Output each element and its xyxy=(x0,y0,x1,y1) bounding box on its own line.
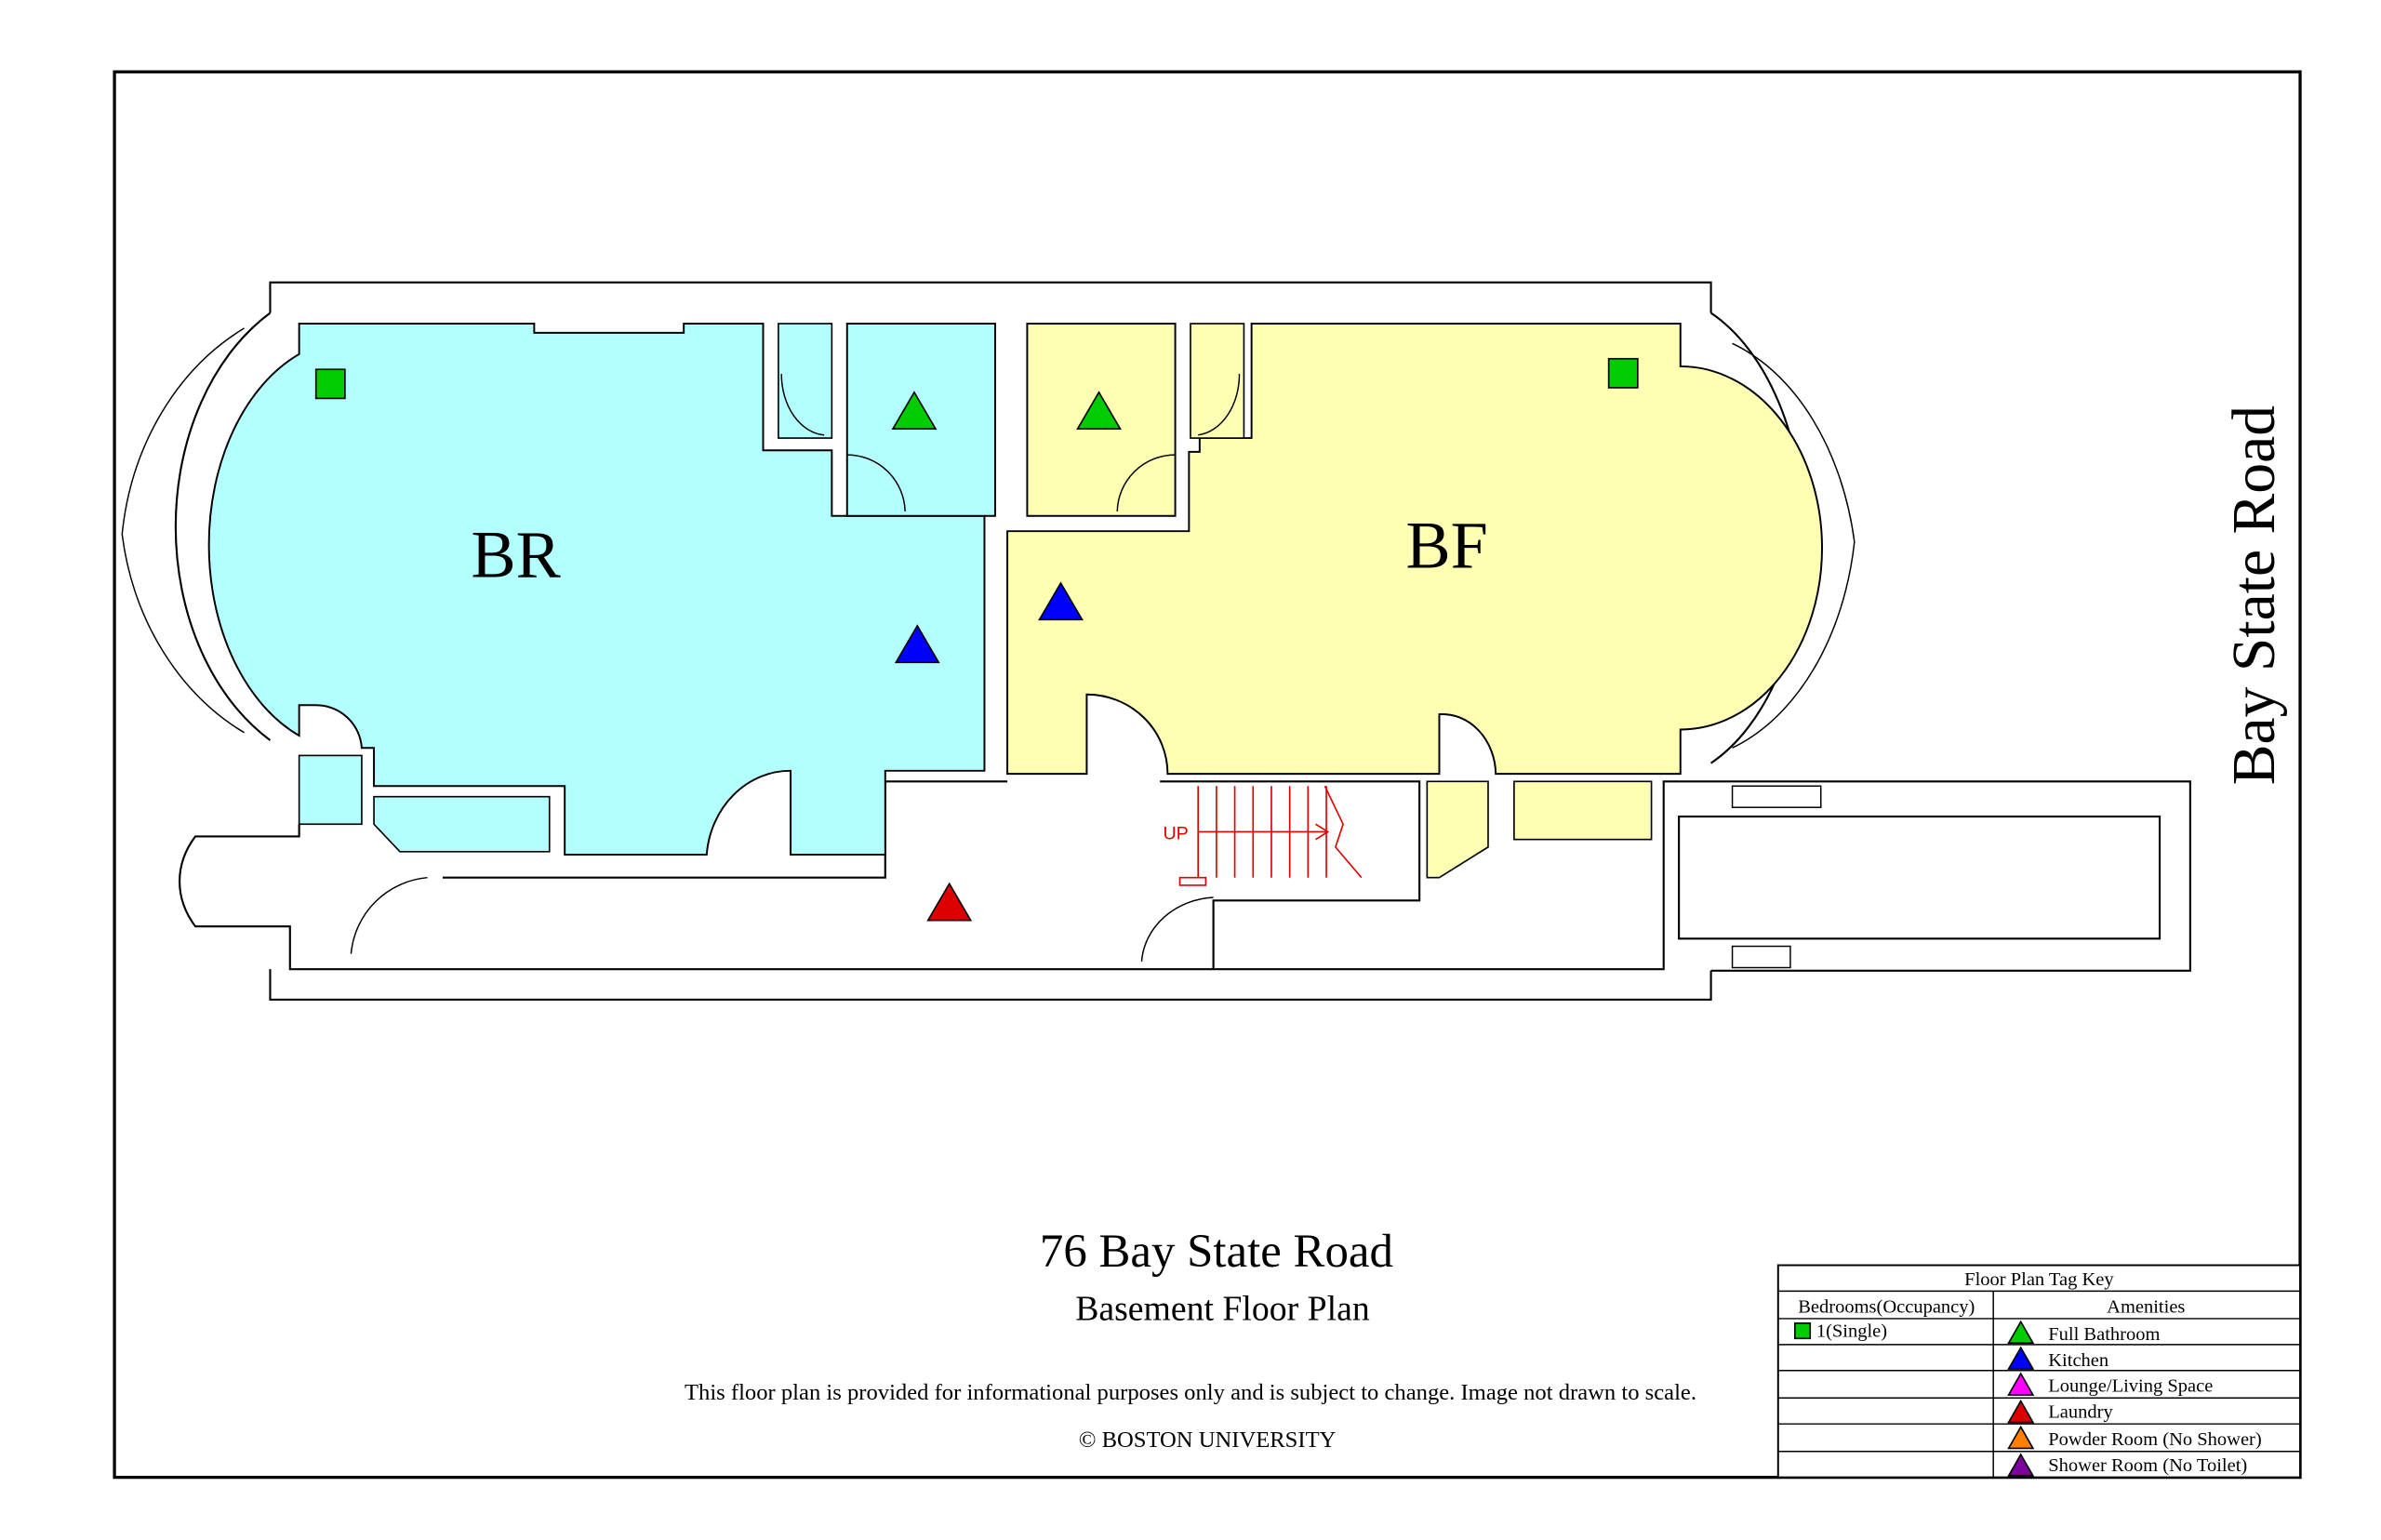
room-bf-closet xyxy=(1190,323,1245,439)
bedroom-single-marker xyxy=(314,368,346,400)
legend-amenity-label: Shower Room (No Toilet) xyxy=(2048,1455,2247,1476)
legend-amenity-label: Powder Room (No Shower) xyxy=(2048,1429,2261,1450)
street-label: Bay State Road xyxy=(2221,405,2288,785)
unit-bf xyxy=(1006,323,1823,879)
plan-title: 76 Bay State Road xyxy=(1040,1226,1393,1278)
legend-title: Floor Plan Tag Key xyxy=(1964,1269,2114,1290)
legend-amenity-label: Lounge/Living Space xyxy=(2048,1376,2213,1397)
legend-amenities-header: Amenities xyxy=(2107,1296,2185,1317)
room-br-main xyxy=(207,323,986,856)
laundry-marker xyxy=(926,882,973,922)
room-bf-closet-2 xyxy=(1426,780,1489,879)
room-label-br: BR xyxy=(472,517,562,591)
unit-br xyxy=(207,323,996,856)
legend-bedroom-swatch xyxy=(1794,1322,1812,1340)
kitchen-marker xyxy=(1038,581,1084,621)
room-bf-main xyxy=(1006,323,1823,776)
stairs-up-label: UP xyxy=(1163,824,1188,844)
kitchen-marker xyxy=(894,624,940,664)
full-bathroom-marker xyxy=(891,391,938,431)
annex-steps-top xyxy=(1731,785,1822,808)
legend-kitchen-icon xyxy=(2007,1346,2035,1370)
bedroom-single-marker xyxy=(1607,357,1639,389)
legend-amenity-label: Laundry xyxy=(2048,1402,2113,1423)
annex xyxy=(1678,815,2162,940)
plan-subtitle: Basement Floor Plan xyxy=(1075,1290,1370,1329)
disclaimer: This floor plan is provided for informat… xyxy=(685,1380,1696,1405)
legend-bedroom-label: 1(Single) xyxy=(1816,1321,1887,1342)
room-br-closet xyxy=(778,323,833,439)
annex-steps-bottom xyxy=(1731,945,1791,969)
legend-table: Floor Plan Tag Key Bedrooms(Occupancy) A… xyxy=(1776,1264,2302,1479)
full-bathroom-marker xyxy=(1076,391,1122,431)
copyright: © BOSTON UNIVERSITY xyxy=(1079,1427,1337,1453)
staircase: UP xyxy=(1163,785,1363,886)
room-br-storage xyxy=(373,795,551,853)
legend-amenity-label: Kitchen xyxy=(2048,1350,2108,1371)
legend-laundry-icon xyxy=(2007,1399,2035,1424)
legend-amenity-label: Full Bathroom xyxy=(2048,1324,2160,1345)
legend-shower-room-icon xyxy=(2007,1453,2035,1477)
legend-powder-room-icon xyxy=(2007,1425,2035,1450)
legend-bedrooms-header: Bedrooms(Occupancy) xyxy=(1798,1296,1975,1317)
legend-lounge-icon xyxy=(2007,1372,2035,1396)
room-label-bf: BF xyxy=(1406,509,1488,583)
building-outline xyxy=(121,281,2191,1002)
room-bf-storage xyxy=(1513,780,1653,841)
legend-full-bathroom-icon xyxy=(2007,1320,2035,1345)
room-br-closet-2 xyxy=(298,754,363,826)
